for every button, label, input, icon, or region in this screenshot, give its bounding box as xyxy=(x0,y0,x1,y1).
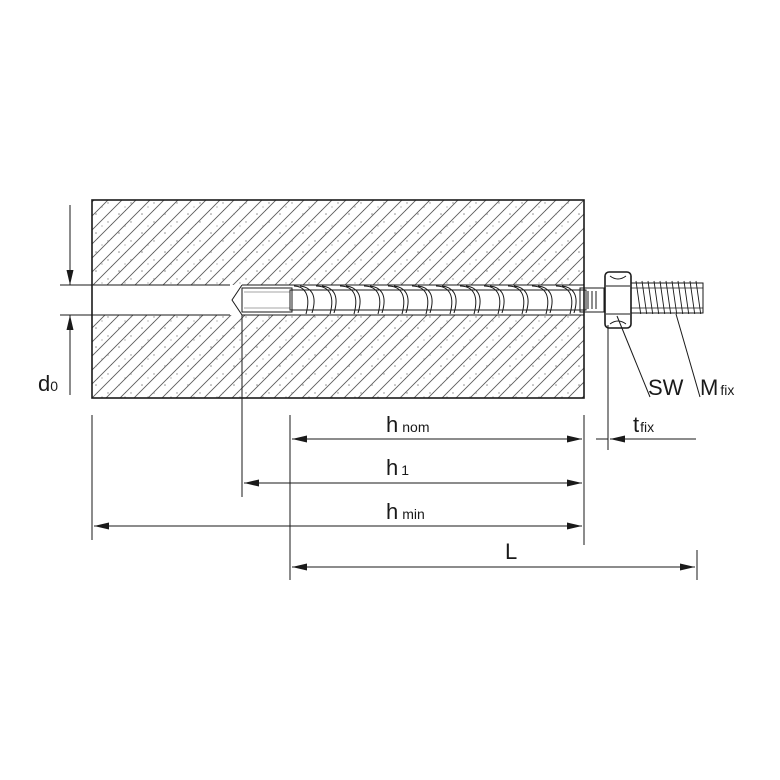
t-fix-label: tfix xyxy=(633,412,654,437)
d0-label: d0 xyxy=(38,371,58,396)
concrete-block xyxy=(91,199,585,399)
dimension-d0: d0 xyxy=(38,205,74,396)
dimension-L: L xyxy=(292,539,695,571)
drill-hole xyxy=(60,284,584,316)
metric-thread-stud xyxy=(630,280,704,314)
screw-anchor xyxy=(241,285,605,315)
extension-lines xyxy=(91,315,698,580)
sw-callout: SW xyxy=(616,315,684,400)
dimension-t-fix: tfix xyxy=(596,412,696,443)
screw-thread xyxy=(293,285,577,315)
L-label: L xyxy=(505,539,517,564)
sw-label: SW xyxy=(648,375,684,400)
